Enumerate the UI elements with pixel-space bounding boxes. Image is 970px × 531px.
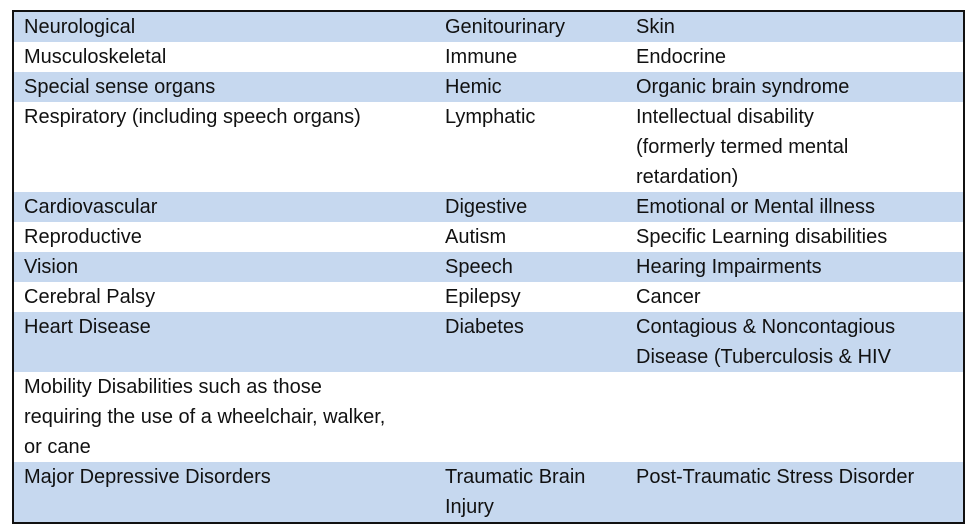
- table-cell: Immune: [445, 46, 518, 68]
- table-row: Musculoskeletal Immune Endocrine: [14, 42, 963, 72]
- table-cell: Intellectual disability (formerly termed…: [636, 106, 849, 188]
- table-row: Neurological Genitourinary Skin: [14, 12, 963, 42]
- table-cell: Reproductive: [24, 226, 142, 248]
- table-row: Heart Disease Diabetes Contagious & Nonc…: [14, 312, 963, 372]
- table-cell: Musculoskeletal: [24, 46, 167, 68]
- table-cell: Skin: [636, 16, 675, 38]
- table-row: Respiratory (including speech organs) Ly…: [14, 102, 963, 192]
- table-cell: Organic brain syndrome: [636, 76, 850, 98]
- table-cell: Post-Traumatic Stress Disorder: [636, 466, 915, 488]
- table-cell: Cancer: [636, 286, 701, 308]
- table-cell: Genitourinary: [445, 16, 566, 38]
- table-row: Cerebral Palsy Epilepsy Cancer: [14, 282, 963, 312]
- table-cell: Epilepsy: [445, 286, 521, 308]
- table-cell: Special sense organs: [24, 76, 216, 98]
- table-cell: Hearing Impairments: [636, 256, 822, 278]
- table-cell: Cardiovascular: [24, 196, 158, 218]
- table-cell: Major Depressive Disorders: [24, 466, 271, 488]
- table-row: Mobility Disabilities such as those requ…: [14, 372, 963, 462]
- table-cell: Digestive: [445, 196, 528, 218]
- table-cell: Heart Disease: [24, 316, 151, 338]
- table-cell: Specific Learning disabilities: [636, 226, 888, 248]
- table-row: Reproductive Autism Specific Learning di…: [14, 222, 963, 252]
- table-cell: Neurological: [24, 16, 136, 38]
- table-cell: Endocrine: [636, 46, 727, 68]
- conditions-table: Neurological Genitourinary Skin Musculos…: [12, 10, 965, 524]
- table-cell: [435, 372, 626, 462]
- table-cell: Autism: [445, 226, 507, 248]
- table-row: Cardiovascular Digestive Emotional or Me…: [14, 192, 963, 222]
- table-row: Special sense organs Hemic Organic brain…: [14, 72, 963, 102]
- table-row: Major Depressive Disorders Traumatic Bra…: [14, 462, 963, 522]
- table-cell: Contagious & Noncontagious Disease (Tube…: [636, 316, 896, 368]
- table-cell: [626, 372, 963, 462]
- table-cell: Traumatic Brain Injury: [445, 466, 586, 518]
- table-cell: Cerebral Palsy: [24, 286, 156, 308]
- table-cell: Mobility Disabilities such as those requ…: [24, 376, 386, 458]
- table-cell: Speech: [445, 256, 513, 278]
- table-cell: Emotional or Mental illness: [636, 196, 875, 218]
- table-cell: Respiratory (including speech organs): [24, 106, 361, 128]
- table-cell: Diabetes: [445, 316, 524, 338]
- table-cell: Vision: [24, 256, 79, 278]
- table-cell: Lymphatic: [445, 106, 536, 128]
- table-cell: Hemic: [445, 76, 502, 98]
- table-row: Vision Speech Hearing Impairments: [14, 252, 963, 282]
